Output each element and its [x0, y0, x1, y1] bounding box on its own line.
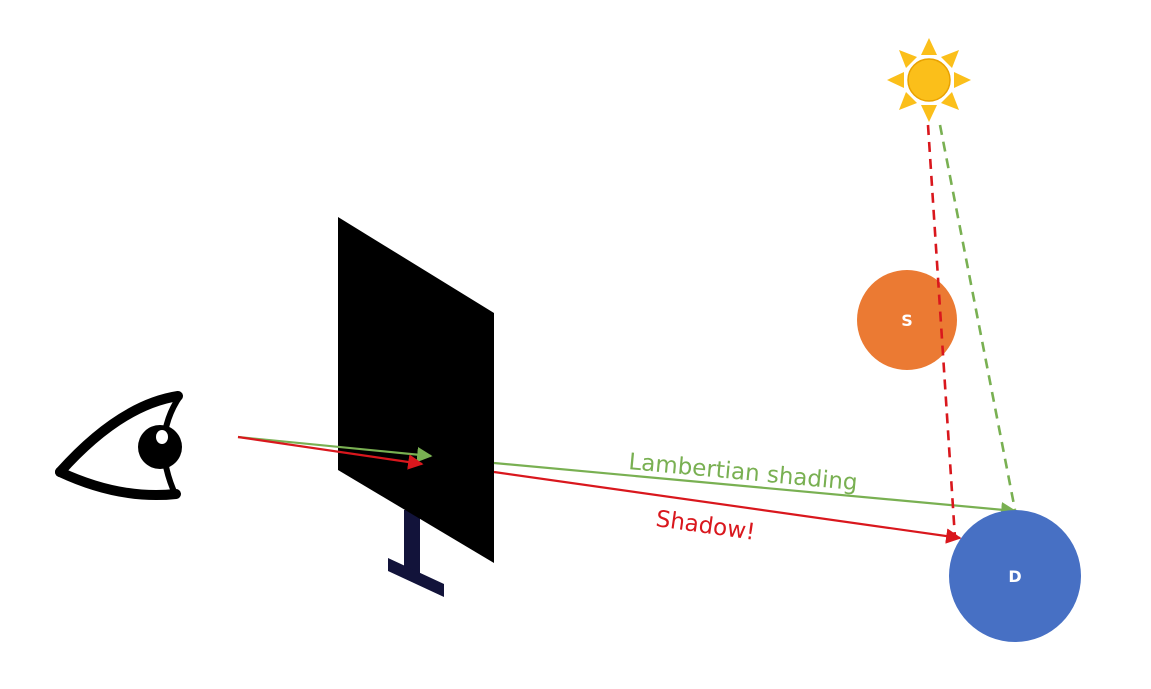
sphere-d: D [949, 510, 1081, 642]
light-ray-lambert [938, 124, 1017, 511]
shadow-label: Shadow! [654, 506, 757, 546]
sphere-d-label: D [1008, 567, 1021, 586]
lambert-ray [493, 461, 1017, 518]
lambertian-shading-label: Lambertian shading [627, 449, 858, 496]
light-ray-shadow [926, 124, 957, 539]
shadow-ray [493, 470, 962, 544]
eye-ray-red [237, 435, 424, 470]
sun-icon [887, 38, 971, 122]
sphere-s: S [857, 270, 957, 370]
image-plane [338, 217, 494, 563]
eye-ray-green [237, 435, 433, 463]
sphere-s-label: S [901, 311, 913, 330]
screen-stand [388, 510, 444, 597]
eye-icon [55, 391, 183, 501]
eye-pupil [138, 425, 182, 469]
